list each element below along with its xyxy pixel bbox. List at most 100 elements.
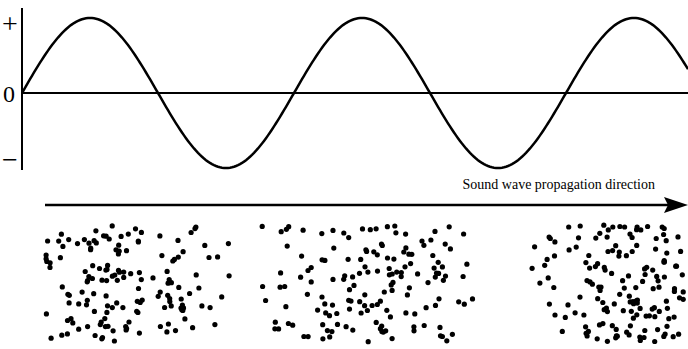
- zero-label: 0: [3, 82, 15, 106]
- particle: [437, 325, 442, 330]
- particle: [547, 302, 552, 307]
- particle: [615, 334, 620, 339]
- arrow-head: [664, 197, 688, 213]
- particle: [415, 271, 420, 276]
- particle: [283, 304, 288, 309]
- particle: [537, 281, 542, 286]
- particle: [665, 306, 670, 311]
- particle: [44, 252, 49, 257]
- particle: [374, 320, 379, 325]
- particle: [593, 264, 598, 269]
- particle: [348, 299, 353, 304]
- particle: [104, 310, 109, 315]
- particle: [643, 272, 648, 277]
- particle: [362, 303, 367, 308]
- particle: [609, 271, 614, 276]
- plus-sign: +: [2, 10, 18, 38]
- particle: [422, 323, 427, 328]
- particle: [260, 284, 265, 289]
- particle: [664, 299, 669, 304]
- particle: [552, 312, 557, 317]
- particle: [375, 252, 380, 257]
- particle: [680, 272, 685, 277]
- particle: [542, 263, 547, 268]
- particle-dots: [44, 223, 686, 345]
- particle: [627, 294, 632, 299]
- particle: [403, 310, 408, 315]
- particle: [436, 260, 441, 265]
- particle: [299, 254, 304, 259]
- particle: [566, 224, 571, 229]
- particle: [360, 226, 365, 231]
- particle: [674, 264, 679, 269]
- particle: [124, 248, 129, 253]
- particle: [67, 300, 72, 305]
- particle: [113, 247, 118, 252]
- particle: [315, 308, 320, 313]
- particle: [344, 324, 349, 329]
- particle: [128, 271, 133, 276]
- particle: [403, 232, 408, 237]
- particle: [613, 243, 618, 248]
- particle: [104, 278, 109, 283]
- particle: [112, 272, 117, 277]
- particle: [105, 263, 110, 268]
- particle: [552, 253, 557, 258]
- particle: [645, 224, 650, 229]
- particle: [90, 276, 95, 281]
- particle: [401, 249, 406, 254]
- particle: [104, 293, 109, 298]
- particle: [638, 227, 643, 232]
- particle: [402, 264, 407, 269]
- particle: [162, 305, 167, 310]
- particle: [180, 303, 185, 308]
- particle: [436, 296, 441, 301]
- particle: [673, 264, 678, 269]
- particle: [179, 296, 184, 301]
- particle: [425, 280, 430, 285]
- particle: [567, 247, 572, 252]
- particle: [350, 274, 355, 279]
- particle: [365, 270, 370, 275]
- particle: [430, 253, 435, 258]
- particle: [335, 322, 340, 327]
- particle: [624, 330, 629, 335]
- particle: [76, 327, 81, 332]
- particle: [600, 300, 605, 305]
- particle: [334, 311, 339, 316]
- particle: [110, 223, 115, 228]
- particle: [605, 249, 610, 254]
- particle: [617, 224, 622, 229]
- particle: [119, 234, 124, 239]
- particle: [362, 292, 367, 297]
- particle: [381, 330, 386, 335]
- particle: [158, 324, 163, 329]
- particle: [105, 303, 110, 308]
- particle: [610, 224, 615, 229]
- particle: [83, 269, 88, 274]
- particle: [199, 303, 204, 308]
- particle: [606, 227, 611, 232]
- particle: [215, 254, 220, 259]
- particle: [114, 300, 119, 305]
- particle: [605, 235, 610, 240]
- particle: [384, 308, 389, 313]
- particle: [135, 310, 140, 315]
- particle: [662, 258, 667, 263]
- particle: [206, 255, 211, 260]
- particle: [136, 238, 141, 243]
- particle: [347, 307, 352, 312]
- particle: [405, 292, 410, 297]
- particle: [44, 311, 49, 316]
- particle: [93, 228, 98, 233]
- particle: [44, 259, 49, 264]
- particle: [678, 249, 683, 254]
- particle: [76, 301, 81, 306]
- particle: [583, 260, 588, 265]
- particle: [322, 258, 327, 263]
- particle: [305, 268, 310, 273]
- particle: [320, 322, 325, 327]
- particle: [662, 274, 667, 279]
- particle: [85, 279, 90, 284]
- particle: [661, 232, 666, 237]
